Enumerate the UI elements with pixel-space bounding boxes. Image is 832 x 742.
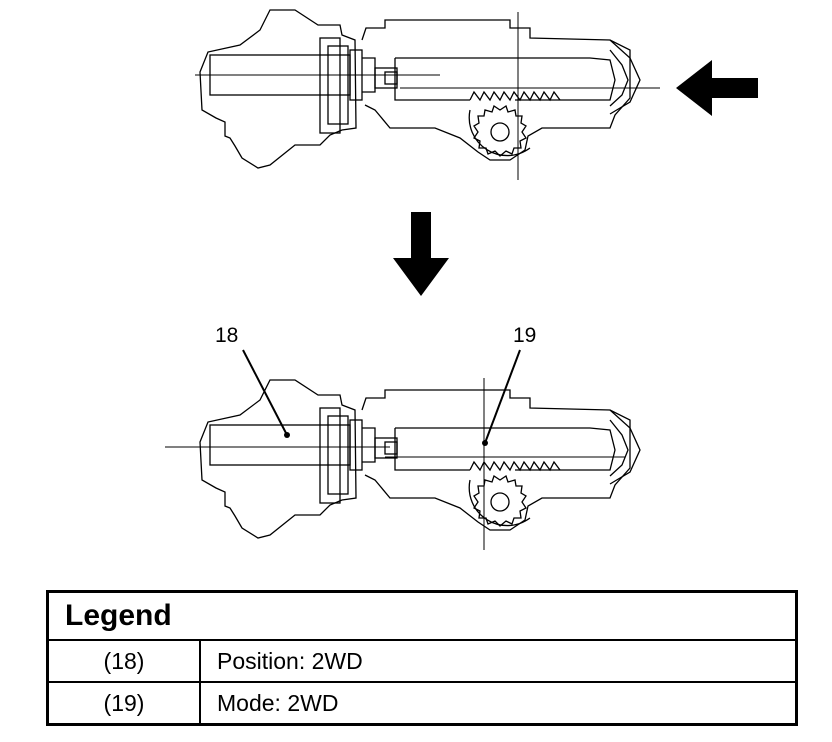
left-arrow-icon [676, 60, 758, 116]
top-assembly [199, 9, 641, 169]
bottom-assembly [199, 379, 641, 539]
legend-number: (19) [46, 681, 201, 726]
legend-row: (19) Mode: 2WD [46, 681, 798, 726]
callout-18-label: 18 [215, 324, 238, 347]
legend-description: Position: 2WD [199, 639, 798, 683]
down-arrow-icon [393, 212, 449, 296]
legend-row: (18) Position: 2WD [46, 639, 798, 683]
legend-number: (18) [46, 639, 201, 683]
callout-19-dot [482, 440, 488, 446]
legend-title: Legend [46, 590, 798, 641]
callout-18-leader [242, 349, 288, 436]
legend-title-row: Legend [46, 590, 798, 641]
top-centerlines [195, 12, 660, 180]
legend-description: Mode: 2WD [199, 681, 798, 726]
legend-table: Legend (18) Position: 2WD (19) Mode: 2WD [46, 590, 798, 726]
callout-19-leader [484, 349, 521, 444]
callout-19-label: 19 [513, 324, 536, 347]
actuator-diagram: 18 19 [165, 9, 758, 550]
bottom-centerlines [165, 378, 625, 550]
callout-18-dot [284, 432, 290, 438]
